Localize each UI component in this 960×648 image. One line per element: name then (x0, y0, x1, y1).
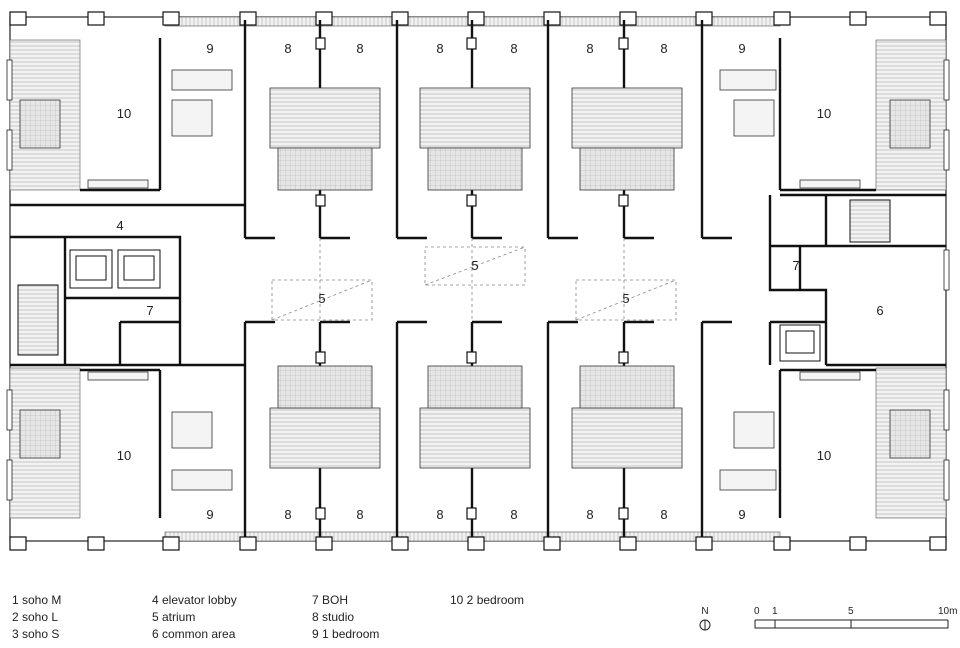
north-label: N (701, 606, 708, 617)
room-label: 8 (586, 507, 593, 522)
room-label: 5 (318, 291, 325, 306)
legend-item: 1 soho M (12, 593, 62, 607)
room-label: 5 (622, 291, 629, 306)
room-label: 10 (117, 106, 131, 121)
scale-tick-10: 10m (938, 606, 957, 617)
studio-pods-top (269, 87, 683, 191)
scale-tick-0: 0 (754, 606, 760, 617)
room-label: 9 (738, 507, 745, 522)
legend-col-3: 7 BOH 8 studio 9 1 bedroom (312, 592, 379, 643)
room-label: 5 (471, 258, 478, 273)
room-label: 9 (206, 507, 213, 522)
room-label: 7 (146, 303, 153, 318)
bedroom-fixtures (19, 69, 931, 491)
room-label: 8 (510, 507, 517, 522)
room-label: 10 (817, 448, 831, 463)
studio-partition-posts (315, 37, 629, 520)
legend-item: 3 soho S (12, 627, 60, 641)
scale-tick-1: 1 (772, 606, 778, 617)
atrium-voids (271, 238, 677, 322)
studio-pods-bottom (269, 365, 683, 469)
legend-item: 10 2 bedroom (450, 593, 525, 607)
legend-item: 8 studio (312, 610, 355, 624)
room-labels: 9 8 8 8 8 8 8 9 10 10 4 5 7 5 5 7 6 10 1… (116, 41, 883, 522)
legend-item: 7 BOH (312, 593, 349, 607)
room-label: 9 (738, 41, 745, 56)
legend-item: 6 common area (152, 627, 236, 641)
room-label: 8 (586, 41, 593, 56)
structural-columns (9, 11, 947, 551)
room-label: 8 (660, 41, 667, 56)
vertical-circulation (17, 199, 891, 362)
room-label: 6 (876, 303, 883, 318)
room-label: 8 (436, 507, 443, 522)
legend-col-1: 1 soho M 2 soho L 3 soho S (12, 592, 61, 643)
legend-col-4: 10 2 bedroom (450, 592, 524, 609)
legend-item: 9 1 bedroom (312, 627, 380, 641)
room-label: 8 (510, 41, 517, 56)
room-label: 10 (817, 106, 831, 121)
north-arrow: N (699, 606, 711, 631)
scale-bar (754, 619, 949, 629)
legend-item: 4 elevator lobby (152, 593, 237, 607)
room-label: 4 (116, 218, 123, 233)
scale-tick-5: 5 (848, 606, 854, 617)
room-label: 10 (117, 448, 131, 463)
legend-item: 2 soho L (12, 610, 59, 624)
legend-item: 5 atrium (152, 610, 196, 624)
scale-labels: 0 1 5 10m (754, 606, 957, 617)
room-label: 8 (356, 507, 363, 522)
legend-col-2: 4 elevator lobby 5 atrium 6 common area (152, 592, 237, 643)
room-label: 8 (436, 41, 443, 56)
room-label: 9 (206, 41, 213, 56)
room-label: 8 (356, 41, 363, 56)
facade-windows (6, 59, 950, 501)
room-label: 7 (792, 258, 799, 273)
room-label: 8 (284, 507, 291, 522)
room-label: 8 (660, 507, 667, 522)
room-label: 8 (284, 41, 291, 56)
